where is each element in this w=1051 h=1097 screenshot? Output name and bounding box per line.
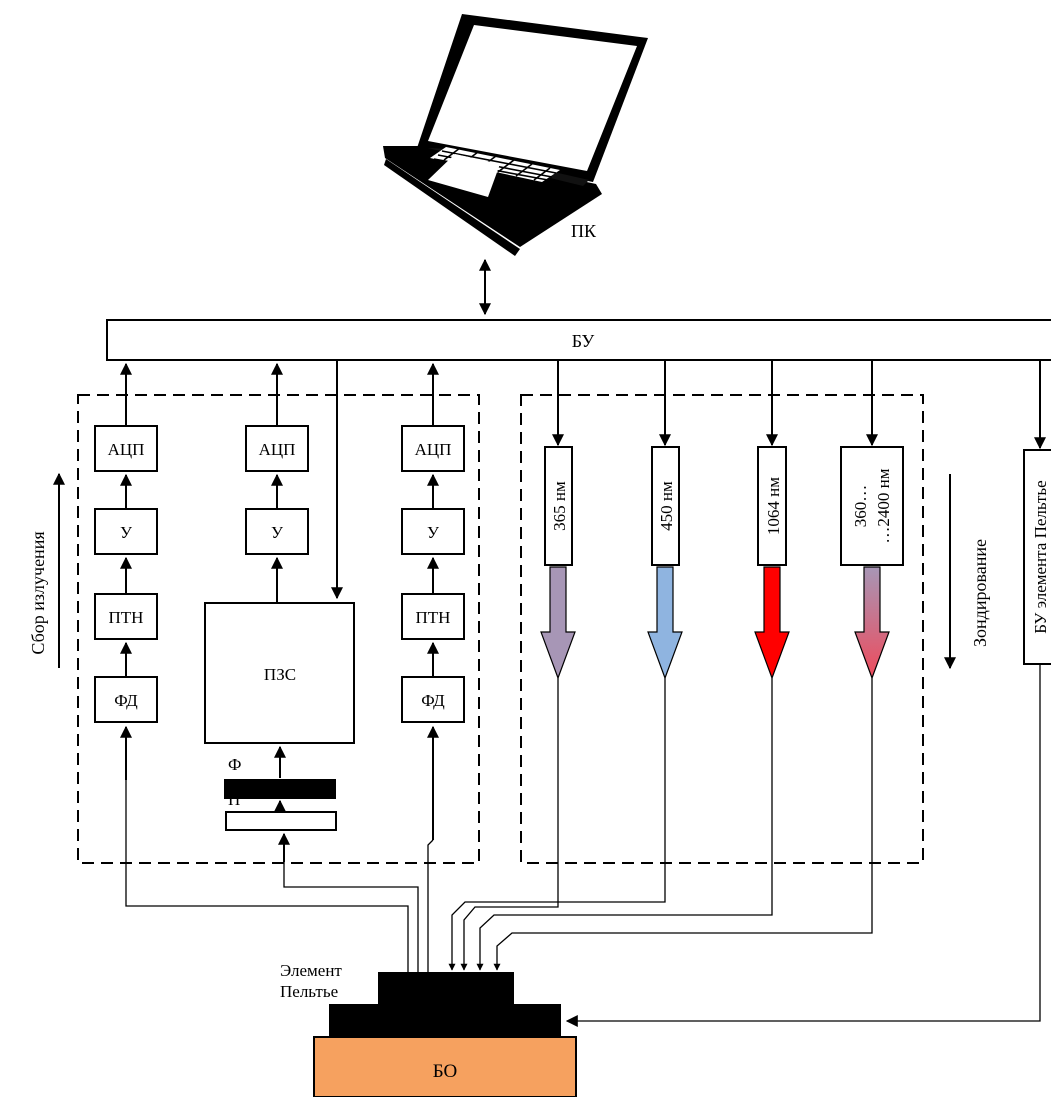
source-box-4 bbox=[840, 446, 904, 566]
beam-arrow-3 bbox=[754, 566, 790, 680]
source-3: 1064 нм bbox=[476, 360, 790, 971]
collection-label: Сбор излучения bbox=[28, 531, 48, 654]
amplifier-block-3 bbox=[401, 508, 465, 555]
ptn-label-3: ПТН bbox=[416, 608, 451, 627]
source-label-4a: 360… bbox=[851, 485, 870, 528]
detector-channel-1: АЦП У ПТН ФД bbox=[94, 362, 409, 1000]
source-1: 365 нм bbox=[460, 360, 576, 971]
source-label-1: 365 нм bbox=[550, 481, 569, 531]
filter-label: Ф bbox=[228, 755, 241, 774]
photodiode-block-1 bbox=[94, 676, 158, 723]
photodiode-label-1: ФД bbox=[114, 691, 138, 710]
bu-label: БУ bbox=[572, 331, 595, 351]
source-box-3 bbox=[757, 446, 787, 566]
source-label-3: 1064 нм bbox=[764, 477, 783, 535]
bu-block bbox=[106, 319, 1051, 361]
source-label-2: 450 нм bbox=[657, 481, 676, 531]
filter-block bbox=[224, 779, 336, 799]
pc-label: ПК bbox=[571, 221, 597, 241]
source-box-2 bbox=[651, 446, 680, 566]
source-2: 450 нм bbox=[448, 360, 683, 971]
collection-group bbox=[77, 394, 480, 864]
adc-block-1 bbox=[94, 425, 158, 472]
amplifier-block-1 bbox=[94, 508, 158, 555]
peltier-control-label: БУ элемента Пельтье bbox=[1031, 480, 1050, 633]
ccd-block bbox=[204, 602, 355, 744]
p-label: П bbox=[228, 790, 240, 809]
peltier-element-top bbox=[378, 972, 514, 1004]
bo-label: БО bbox=[433, 1061, 458, 1082]
peltier-element-base bbox=[329, 1004, 561, 1037]
beam-arrow-1 bbox=[540, 566, 576, 680]
source-4: 360… …2400 нм bbox=[493, 360, 904, 971]
amplifier-label-3: У bbox=[427, 523, 440, 542]
photodiode-block-3 bbox=[401, 676, 465, 723]
amplifier-label-2: У bbox=[271, 523, 284, 542]
amplifier-block-2 bbox=[245, 508, 309, 555]
beam-arrow-2 bbox=[647, 566, 683, 680]
peltier-control-link bbox=[565, 664, 1041, 1027]
adc-label-1: АЦП bbox=[108, 440, 145, 459]
beam-arrow-4 bbox=[854, 566, 890, 680]
ccd-label: ПЗС bbox=[264, 665, 296, 684]
ptn-block-1 bbox=[94, 593, 158, 640]
detector-channel-3: АЦП У ПТН ФД bbox=[401, 362, 465, 1000]
ccd-channel: АЦП У ПЗС Ф П bbox=[204, 360, 419, 1000]
laptop-icon bbox=[383, 14, 648, 256]
probing-label: Зондирование bbox=[970, 539, 990, 647]
ptn-label-1: ПТН bbox=[109, 608, 144, 627]
ptn-block-3 bbox=[401, 593, 465, 640]
adc-block-2 bbox=[245, 425, 309, 472]
source-label-4b: …2400 нм bbox=[874, 468, 893, 543]
adc-label-2: АЦП bbox=[259, 440, 296, 459]
bo-block bbox=[313, 1036, 577, 1097]
probing-group bbox=[520, 394, 924, 864]
amplifier-label-1: У bbox=[120, 523, 133, 542]
peltier-label-line1: Элемент bbox=[280, 961, 342, 980]
photodiode-label-3: ФД bbox=[421, 691, 445, 710]
adc-label-3: АЦП bbox=[415, 440, 452, 459]
peltier-label-line2: Пельтье bbox=[280, 982, 338, 1001]
p-block bbox=[225, 811, 337, 831]
adc-block-3 bbox=[401, 425, 465, 472]
source-box-1 bbox=[544, 446, 573, 566]
